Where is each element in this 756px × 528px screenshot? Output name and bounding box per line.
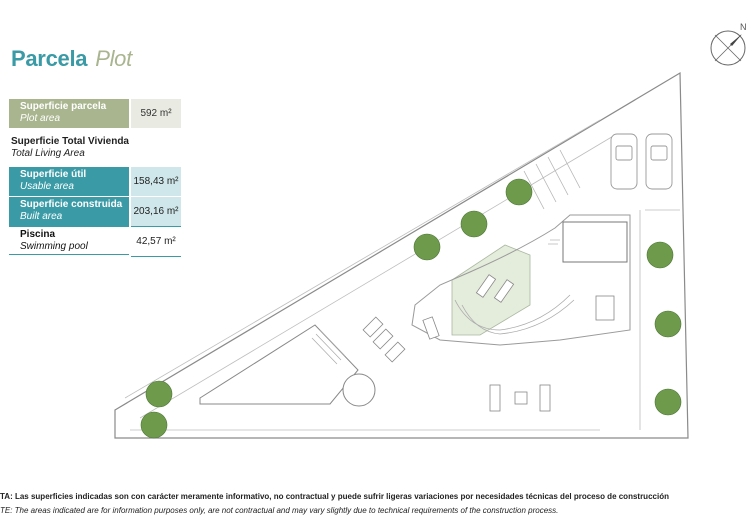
access-road	[124, 119, 680, 431]
tree-icons	[140, 178, 682, 439]
usable-area-row: Superficie útil Usable area 158,43 m²	[9, 167, 181, 196]
terrace-block	[562, 221, 628, 263]
plot-area-label-en: Plot area	[20, 113, 61, 124]
car-icons	[610, 133, 673, 190]
usable-area-label: Superficie útil Usable area	[9, 167, 129, 196]
round-planter	[342, 373, 376, 407]
usable-area-value: 158,43 m²	[131, 167, 181, 196]
disclaimer-spanish: TA: Las superficies indicadas son con ca…	[0, 492, 669, 501]
pool-steps	[311, 329, 346, 365]
pool-value: 42,57 m²	[131, 226, 181, 257]
built-area-label: Superficie construida Built area	[9, 197, 129, 226]
compass-north-label: N	[740, 22, 747, 32]
pool	[199, 324, 359, 405]
house-footprint	[411, 214, 631, 346]
pool-label-en: Swimming pool	[20, 241, 88, 252]
built-area-value: 203,16 m²	[131, 197, 181, 226]
page-title: Parcela Plot	[11, 46, 132, 72]
plot-boundary	[114, 71, 689, 439]
pool-label: Piscina Swimming pool	[9, 226, 129, 255]
lawn-area	[451, 244, 531, 336]
pool-row: Piscina Swimming pool 42,57 m²	[9, 226, 181, 257]
usable-area-label-en: Usable area	[20, 181, 74, 192]
plot-area-label: Superficie parcela Plot area	[9, 99, 129, 128]
furniture	[362, 274, 615, 412]
disclaimer-english: TE: The areas indicated are for informat…	[0, 506, 559, 515]
title-english: Plot	[95, 46, 132, 71]
plot-area-label-es: Superficie parcela	[20, 101, 107, 112]
total-living-label-es: Superficie Total Vivienda	[11, 136, 129, 147]
built-area-row: Superficie construida Built area 203,16 …	[9, 197, 181, 226]
terrace-steps	[548, 239, 560, 245]
total-living-heading: Superficie Total Vivienda Total Living A…	[11, 136, 129, 160]
plot-area-value: 592 m²	[131, 99, 181, 128]
compass-icon: N	[706, 22, 752, 70]
plot-area-row: Superficie parcela Plot area 592 m²	[9, 99, 181, 128]
title-spanish: Parcela	[11, 46, 88, 71]
pool-label-es: Piscina	[20, 229, 56, 240]
parking-bays	[523, 149, 581, 210]
built-area-label-es: Superficie construida	[20, 199, 123, 210]
usable-area-label-es: Superficie útil	[20, 169, 87, 180]
built-area-label-en: Built area	[20, 211, 63, 222]
total-living-label-en: Total Living Area	[11, 148, 85, 159]
curved-wall	[454, 294, 575, 335]
